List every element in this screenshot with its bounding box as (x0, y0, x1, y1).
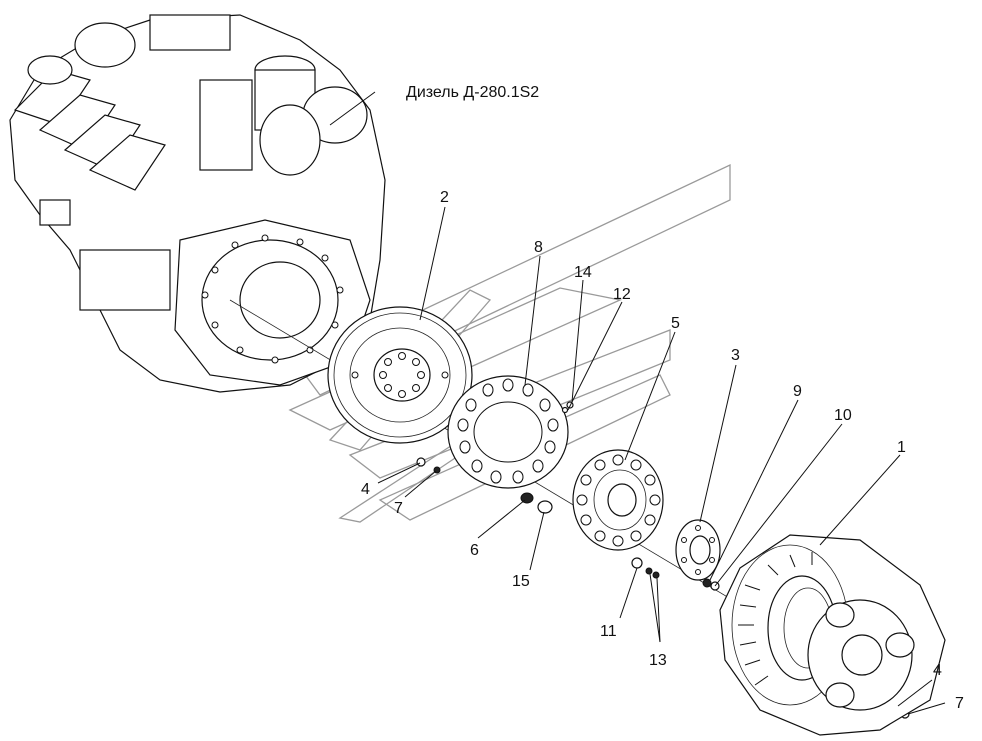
callout-6: 6 (470, 542, 479, 559)
callout-4-left: 4 (361, 481, 370, 498)
flywheel-holes (379, 352, 425, 398)
callout-7-right: 7 (955, 695, 964, 712)
housing-bolts (201, 234, 344, 364)
flywheel-2 (327, 306, 473, 444)
callout-10: 10 (834, 407, 852, 424)
callout-12: 12 (613, 286, 631, 303)
callout-4-right: 4 (933, 662, 942, 679)
callout-1: 1 (897, 439, 906, 456)
generator-fins (738, 552, 813, 686)
engine-label: Дизель Д-280.1S2 (406, 84, 539, 101)
leader-lines (329, 91, 946, 715)
disc-5-holes (576, 454, 661, 547)
callout-2: 2 (440, 189, 449, 206)
hub-3 (675, 519, 721, 581)
callout-13: 13 (649, 652, 667, 669)
diesel-engine (9, 14, 386, 393)
callout-15: 15 (512, 573, 530, 590)
callout-9: 9 (793, 383, 802, 400)
coupling-disc-5 (572, 449, 664, 551)
callout-5: 5 (671, 315, 680, 332)
generator-1 (719, 534, 946, 736)
flex-plate-8 (447, 375, 569, 489)
callout-11: 11 (600, 623, 617, 640)
callout-8: 8 (534, 239, 543, 256)
callout-7-left: 7 (394, 500, 403, 517)
plate-8-holes (457, 378, 559, 484)
callout-14: 14 (574, 264, 592, 281)
callout-3: 3 (731, 347, 740, 364)
